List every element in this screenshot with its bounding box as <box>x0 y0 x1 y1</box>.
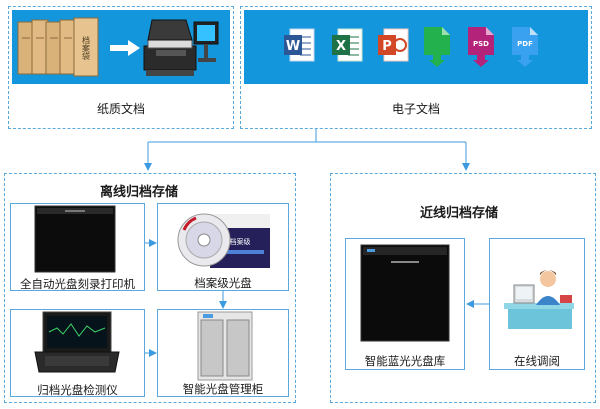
svg-text:W: W <box>286 39 300 54</box>
powerpoint-icon: P <box>378 28 409 62</box>
psd-icon: PSD <box>468 27 494 67</box>
disc-library-card: 智能蓝光光盘库 <box>345 238 465 370</box>
disc-library-image <box>360 244 450 342</box>
disc-printer-image <box>34 205 116 273</box>
disc-printer-label: 全自动光盘刻录打印机 <box>20 277 135 291</box>
electronic-docs-label: 电子文档 <box>391 102 440 116</box>
document-scanner-icon <box>143 19 219 76</box>
disc-cabinet-label: 智能光盘管理柜 <box>182 382 264 396</box>
excel-icon: X <box>332 28 363 62</box>
folder-spine-text: 档案袋 <box>82 35 91 61</box>
pdf-icon: PDF <box>512 27 538 67</box>
svg-text:PDF: PDF <box>517 40 533 48</box>
disc-detector-label: 归档光盘检测仪 <box>37 383 118 397</box>
online-lookup-card: 在线调阅 <box>489 238 585 370</box>
online-lookup-label: 在线调阅 <box>514 354 560 368</box>
offline-archive-title: 离线归档存储 <box>100 185 179 200</box>
file-type-icons: W X P PSD PDF <box>284 27 554 71</box>
disc-detector-card: 归档光盘检测仪 <box>10 309 145 397</box>
offline-archive-panel <box>4 173 296 403</box>
svg-text:X: X <box>336 39 346 54</box>
archive-disc-label: 档案级光盘 <box>194 276 252 290</box>
svg-text:PSD: PSD <box>473 40 489 48</box>
nearline-archive-title: 近线归档存储 <box>420 206 499 221</box>
disc-detector-image <box>34 311 120 373</box>
disc-cabinet-card: 智能光盘管理柜 <box>157 309 289 397</box>
paper-docs-panel <box>8 6 234 129</box>
paper-docs-label: 纸质文档 <box>96 102 145 116</box>
disc-library-label: 智能蓝光光盘库 <box>364 354 446 368</box>
archive-disc-card: 档案级 档案级光盘 <box>157 203 289 291</box>
archive-folders-icon: 档案袋 <box>17 17 99 77</box>
disc-cabinet-image <box>197 311 253 381</box>
disc-pack-text: 档案级 <box>230 237 251 246</box>
svg-text:P: P <box>382 39 392 54</box>
electronic-docs-panel <box>240 6 592 129</box>
user-workstation-image <box>504 270 574 329</box>
scan-arrow-icon <box>110 40 140 56</box>
word-icon: W <box>284 28 315 62</box>
nearline-archive-panel <box>330 173 596 403</box>
paper-docs-banner: 档案袋 <box>12 10 230 84</box>
generic-file-icon <box>424 27 450 67</box>
disc-printer-card: 全自动光盘刻录打印机 <box>10 203 145 291</box>
archive-disc-image: 档案级 <box>177 213 270 268</box>
